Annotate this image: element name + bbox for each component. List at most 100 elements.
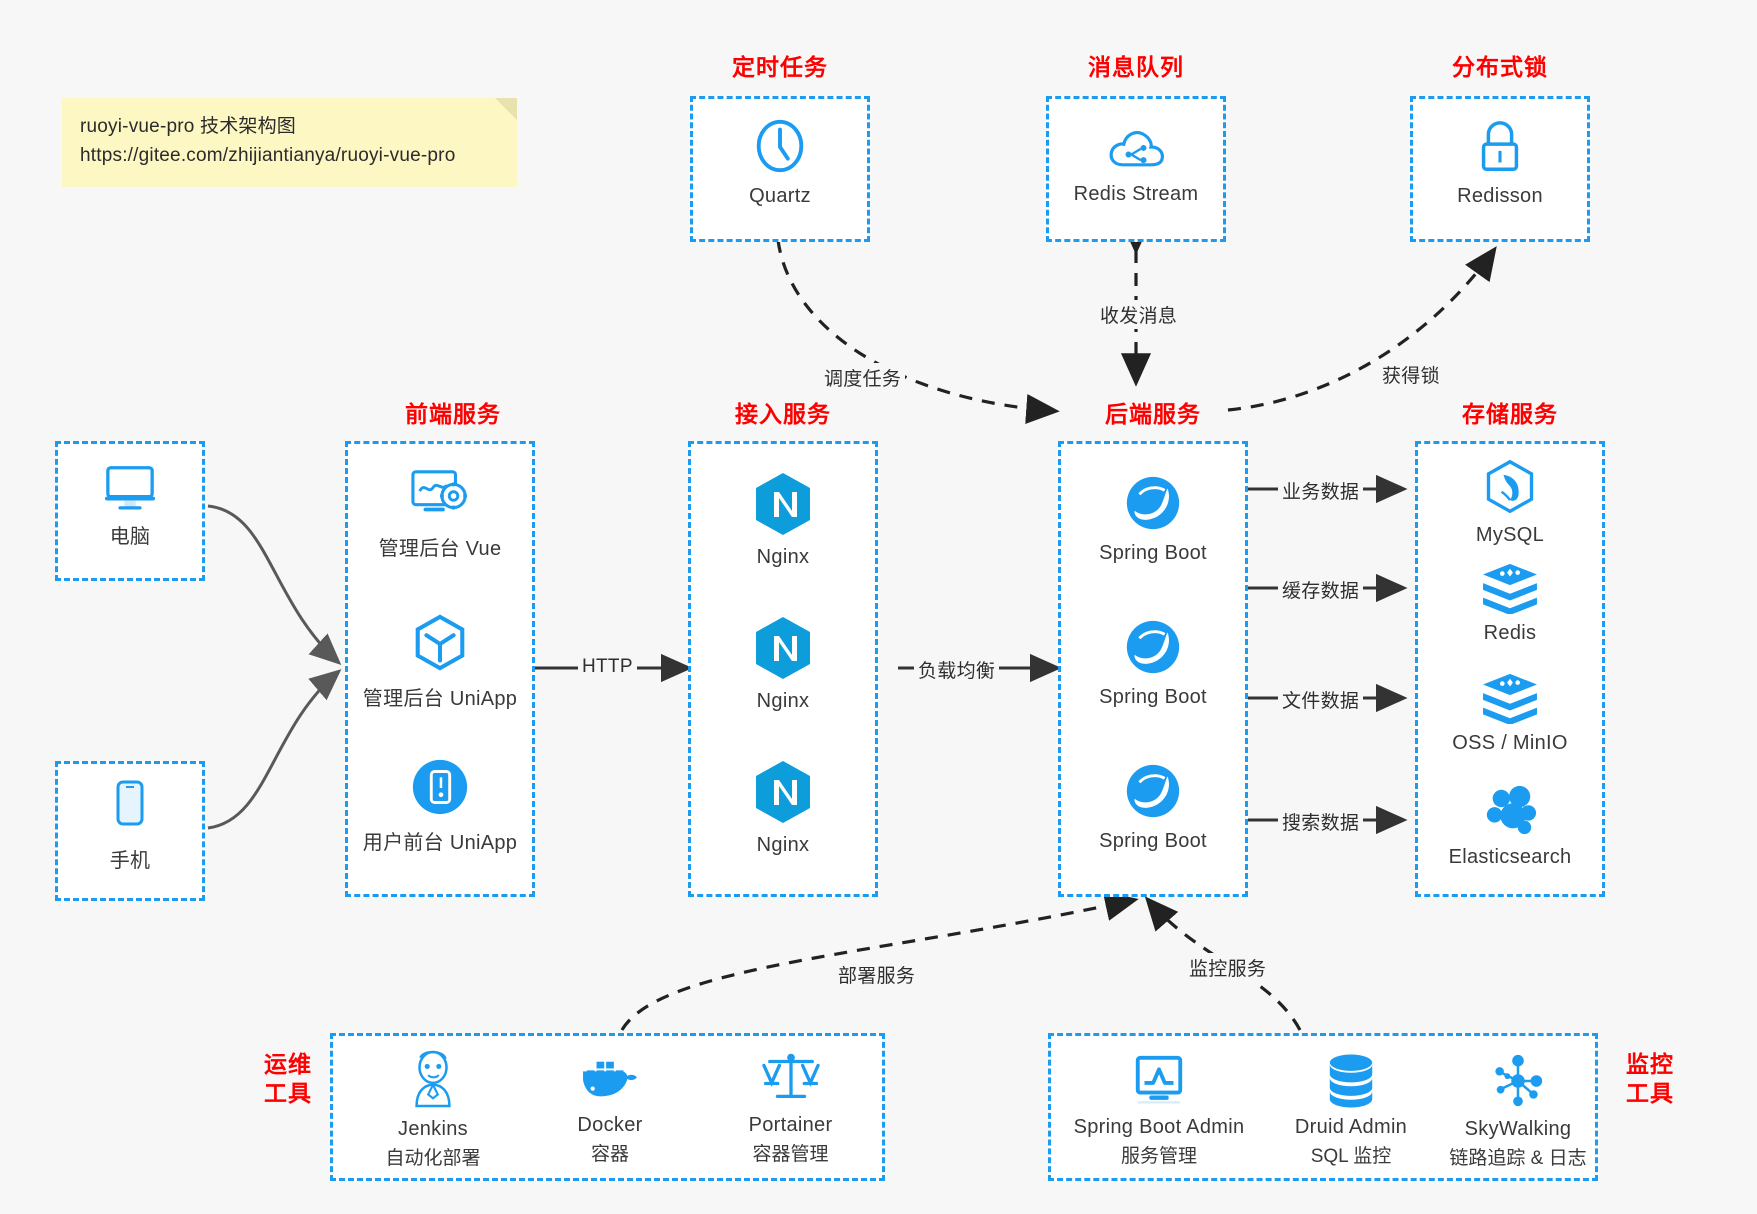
jenkins-butler-icon [415,1050,451,1108]
group-title-monitor: 监控 工具 [1620,1050,1680,1108]
node-label: OSS / MinIO [1452,732,1568,754]
node-label: Docker [577,1114,643,1136]
node-sublabel: SQL 监控 [1310,1146,1392,1167]
monitor-chart-icon [1135,1055,1183,1104]
node-label: Spring Boot [1099,686,1207,708]
edge-label-http: HTTP [578,655,637,679]
edge-label-business-data: 业务数据 [1278,476,1364,505]
elasticsearch-icon [1486,785,1537,835]
node-label: Spring Boot Admin [1073,1116,1245,1138]
node-label: Nginx [756,546,810,568]
node-spring-boot-1[interactable]: Spring Boot [1061,472,1245,565]
group-title-devops: 运维 工具 [258,1050,318,1108]
node-nginx-1[interactable]: Nginx [691,470,875,569]
node-mobile[interactable]: 手机 [58,778,202,873]
node-label: Nginx [756,690,810,712]
group-box-lock: Redisson [1410,96,1590,242]
note-line-url: https://gitee.com/zhijiantianya/ruoyi-vu… [80,145,456,167]
diagram-note: ruoyi-vue-pro 技术架构图 https://gitee.com/zh… [62,98,517,187]
node-nginx-3[interactable]: Nginx [691,758,875,857]
node-sublabel: 容器 [590,1144,629,1165]
node-sublabel: 链路追踪 & 日志 [1449,1148,1587,1169]
group-title-storage: 存储服务 [1462,401,1558,427]
desktop-icon [104,466,156,510]
node-mysql[interactable]: MySQL [1418,458,1602,547]
group-title-mq: 消息队列 [1088,54,1184,80]
cube-icon [415,614,465,671]
node-redisson[interactable]: Redisson [1413,117,1587,208]
edge-label-send-receive-msg: 收发消息 [1096,300,1182,329]
node-user-uniapp[interactable]: 用户前台 UniApp [348,756,532,855]
group-box-client-mobile: 手机 [55,761,205,901]
node-jenkins[interactable]: Jenkins 自动化部署 [348,1048,518,1170]
note-fold-corner [495,98,517,120]
edge-label-acquire-lock: 获得锁 [1378,360,1444,389]
dashboard-gear-icon [411,470,468,512]
nginx-icon [756,761,810,823]
phone-circle-icon [412,759,468,815]
spring-leaf-icon [1126,764,1180,818]
node-label: Redis Stream [1073,183,1199,205]
node-spring-boot-2[interactable]: Spring Boot [1061,616,1245,709]
clock-icon [756,119,804,173]
node-sublabel: 自动化部署 [385,1148,481,1169]
node-admin-uniapp[interactable]: 管理后台 UniApp [348,612,532,711]
lock-icon [1481,121,1519,171]
group-box-storage: MySQL Redis [1415,441,1605,897]
group-box-gateway: Nginx Nginx Nginx [688,441,878,897]
node-portainer[interactable]: Portainer 容器管理 [703,1048,878,1166]
node-label: MySQL [1475,524,1545,546]
node-skywalking[interactable]: SkyWalking 链路追踪 & 日志 [1423,1052,1613,1170]
node-spring-boot-3[interactable]: Spring Boot [1061,760,1245,853]
edge-label-schedule-task: 调度任务 [820,363,906,392]
cloud-stream-icon [1109,130,1164,167]
docker-whale-icon [583,1061,637,1097]
node-quartz[interactable]: Quartz [693,115,867,208]
node-oss-minio[interactable]: OSS / MinIO [1418,672,1602,755]
group-box-backend: Spring Boot Spring Boot Spring Boot [1058,441,1248,897]
node-nginx-2[interactable]: Nginx [691,614,875,713]
scales-icon [761,1053,820,1098]
nginx-icon [756,473,810,535]
node-label: Druid Admin [1294,1116,1408,1138]
edge-label-search-data: 搜索数据 [1278,807,1364,836]
edge-label-cache-data: 缓存数据 [1278,575,1364,604]
skywalking-icon [1495,1054,1543,1107]
nginx-icon [756,617,810,679]
node-label: 电脑 [109,526,151,548]
node-label: 管理后台 UniApp [362,688,518,710]
node-druid-admin[interactable]: Druid Admin SQL 监控 [1271,1052,1431,1168]
node-elasticsearch[interactable]: Elasticsearch [1418,784,1602,869]
node-label: Portainer [748,1114,833,1136]
node-label: Jenkins [398,1118,468,1140]
node-label: 用户前台 UniApp [362,832,518,854]
group-box-mq: Redis Stream [1046,96,1226,242]
group-box-devops: Jenkins 自动化部署 Docker 容器 [330,1033,885,1181]
edge-label-load-balance: 负载均衡 [914,655,1000,684]
node-docker[interactable]: Docker 容器 [525,1054,695,1166]
group-box-client-desktop: 电脑 [55,441,205,581]
node-admin-vue[interactable]: 管理后台 Vue [348,466,532,561]
node-label: SkyWalking [1464,1118,1572,1140]
note-line-title: ruoyi-vue-pro 技术架构图 [80,116,297,137]
group-title-backend: 后端服务 [1105,401,1201,427]
redis-stack-icon [1483,673,1537,724]
spring-leaf-icon [1126,476,1180,530]
node-redis-stream[interactable]: Redis Stream [1049,119,1223,206]
group-title-gateway: 接入服务 [735,401,831,427]
node-spring-boot-admin[interactable]: Spring Boot Admin 服务管理 [1059,1052,1259,1168]
node-label: Spring Boot [1099,830,1207,852]
node-desktop[interactable]: 电脑 [58,460,202,549]
node-label: Nginx [756,834,810,856]
group-title-frontend: 前端服务 [405,401,501,427]
edge-label-monitor-service: 监控服务 [1185,953,1271,982]
node-redis[interactable]: Redis [1418,562,1602,645]
group-title-devops-line2: 工具 [264,1079,312,1106]
node-sublabel: 容器管理 [752,1144,829,1165]
group-title-devops-line1: 运维 [264,1051,312,1077]
mysql-dolphin-icon [1486,459,1534,514]
group-title-monitor-line2: 工具 [1626,1079,1674,1106]
group-box-scheduler: Quartz [690,96,870,242]
database-icon [1329,1054,1373,1108]
